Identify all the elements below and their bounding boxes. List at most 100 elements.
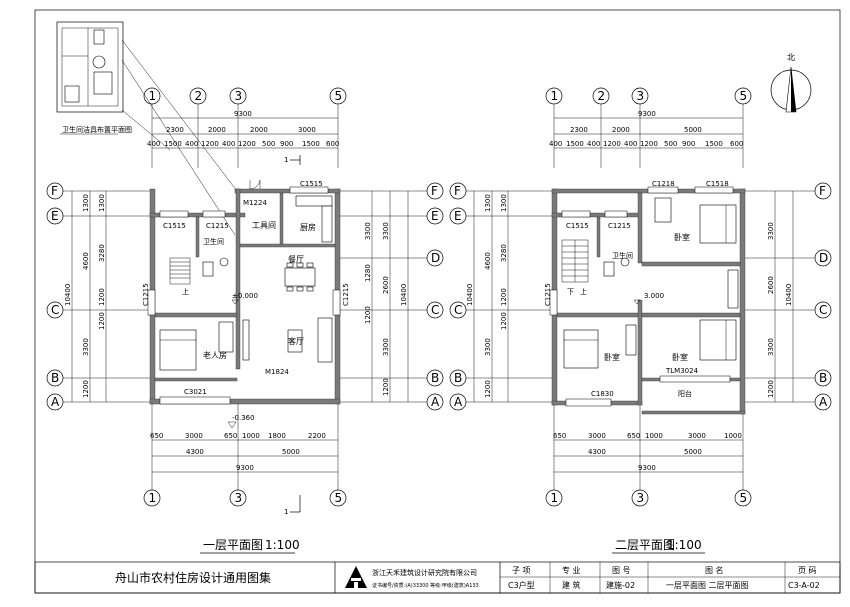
dim-left: 1200 [484,380,492,398]
dim-bottom: 650 [150,432,163,440]
dim-left: 3300 [82,338,90,356]
dim-overall-bottom: 9300 [236,464,254,472]
dim-top-detail: 400 [185,140,198,148]
door-m1224: M1224 [243,199,267,207]
dim-left-detail: 1200 [500,312,508,330]
dim-overall-top: 9300 [234,110,252,118]
axis-col-3: 3 [235,491,243,505]
dim-top: 5000 [684,126,702,134]
dim-bottom: 650 [553,432,566,440]
dim-right: 3300 [767,338,775,356]
axis-col-5: 5 [335,89,343,103]
axis-row-A: A [51,395,60,409]
dim-bottom: 3000 [688,432,706,440]
axis-row-E: E [51,209,59,223]
axis-col-2: 2 [598,89,606,103]
dim-bottom: 4300 [186,448,204,456]
dim-left-detail: 1200 [500,288,508,306]
dim-bottom: 1000 [242,432,260,440]
institute-logo-icon [345,566,367,588]
axis-col-5: 5 [740,89,748,103]
level-floor: ±0.000 [232,292,258,300]
level-floor: 3.000 [644,292,664,300]
dim-top: 2300 [166,126,184,134]
win-c1515: C1515 [163,222,186,230]
dim-bottom: 1000 [724,432,742,440]
value-drawing-no: 建施-02 [606,580,635,590]
dim-top-detail: 600 [730,140,743,148]
north-arrow: 北 [770,53,812,113]
door-m1824: M1824 [265,368,289,376]
room-elder: 老人房 [203,350,227,360]
dim-right: 3300 [382,338,390,356]
axis-col-3: 3 [235,89,243,103]
plan-first-floor: 1 2 3 5 9300 2300 2000 2000 3000 400 150… [46,87,444,554]
axis-row-D: D [819,251,828,265]
axis-row-A: A [431,395,440,409]
dim-top-detail: 1200 [603,140,621,148]
dim-left-detail: 1200 [98,312,106,330]
room-balcony: 阳台 [678,389,692,398]
dim-overall-bottom: 9300 [638,464,656,472]
dim-left-total: 10400 [466,284,474,306]
dim-top-detail: 1500 [705,140,723,148]
inset-bathroom-layout: 卫生间洁具布置平面图 [56,21,132,135]
stair-up: 上 [182,287,189,296]
dim-overall-top: 9300 [638,110,656,118]
header-discipline: 专 业 [562,565,581,575]
axis-col-2: 2 [195,89,203,103]
header-drawing-name: 图 名 [705,565,724,575]
dim-top-detail: 400 [549,140,562,148]
dim-left-detail: 1300 [500,194,508,212]
axis-row-A: A [819,395,828,409]
dim-top-detail: 1200 [640,140,658,148]
win-c1215-left: C1215 [142,283,150,306]
axis-col-3: 3 [637,89,645,103]
dim-top-detail: 400 [587,140,600,148]
win-c1215: C1215 [608,222,631,230]
dim-right-total: 10400 [785,284,793,306]
dim-top-detail: 900 [280,140,293,148]
axis-col-1: 1 [149,491,157,505]
dim-left: 1300 [82,194,90,212]
room-bed-sw: 卧室 [604,352,620,362]
axis-row-B: B [51,371,59,385]
axis-col-5: 5 [335,491,343,505]
room-dining: 餐厅 [288,255,304,264]
dim-left: 4600 [484,252,492,270]
dim-top: 2000 [208,126,226,134]
dim-top-detail: 600 [326,140,339,148]
axis-row-E: E [454,209,462,223]
section-mark-top: 1 [284,156,288,164]
caption-plan1: 一层平面图 [203,538,263,552]
room-living: 客厅 [288,336,304,346]
win-c1215-right: C1215 [342,283,350,306]
dim-bottom: 3000 [588,432,606,440]
dim-bottom: 650 [224,432,237,440]
dim-right: 2600 [767,276,775,294]
dim-top-detail: 1500 [164,140,182,148]
axis-col-1: 1 [149,89,157,103]
header-page: 页 码 [798,566,817,575]
dim-left: 3300 [484,338,492,356]
axis-row-F: F [51,184,58,198]
axis-row-A: A [454,395,463,409]
axis-col-1: 1 [551,89,559,103]
dim-left-detail: 3280 [500,244,508,262]
dim-top-detail: 1200 [238,140,256,148]
header-drawing-no: 图 号 [612,566,631,575]
axis-row-B: B [454,371,462,385]
inset-caption: 卫生间洁具布置平面图 [62,125,132,134]
atlas-title: 舟山市农村住房设计通用图集 [115,570,271,585]
dim-bottom: 3000 [185,432,203,440]
room-wc: 卫生间 [612,251,633,260]
dim-bottom: 2200 [308,432,326,440]
dim-bottom: 5000 [684,448,702,456]
dim-left-detail: 1300 [98,194,106,212]
dim-top-detail: 500 [664,140,677,148]
room-wc: 卫生间 [203,237,224,246]
institute-cert: 证书编号/资质:(A)33300 等级:甲级(建筑)A133 [372,582,479,589]
dim-bottom: 1000 [645,432,663,440]
